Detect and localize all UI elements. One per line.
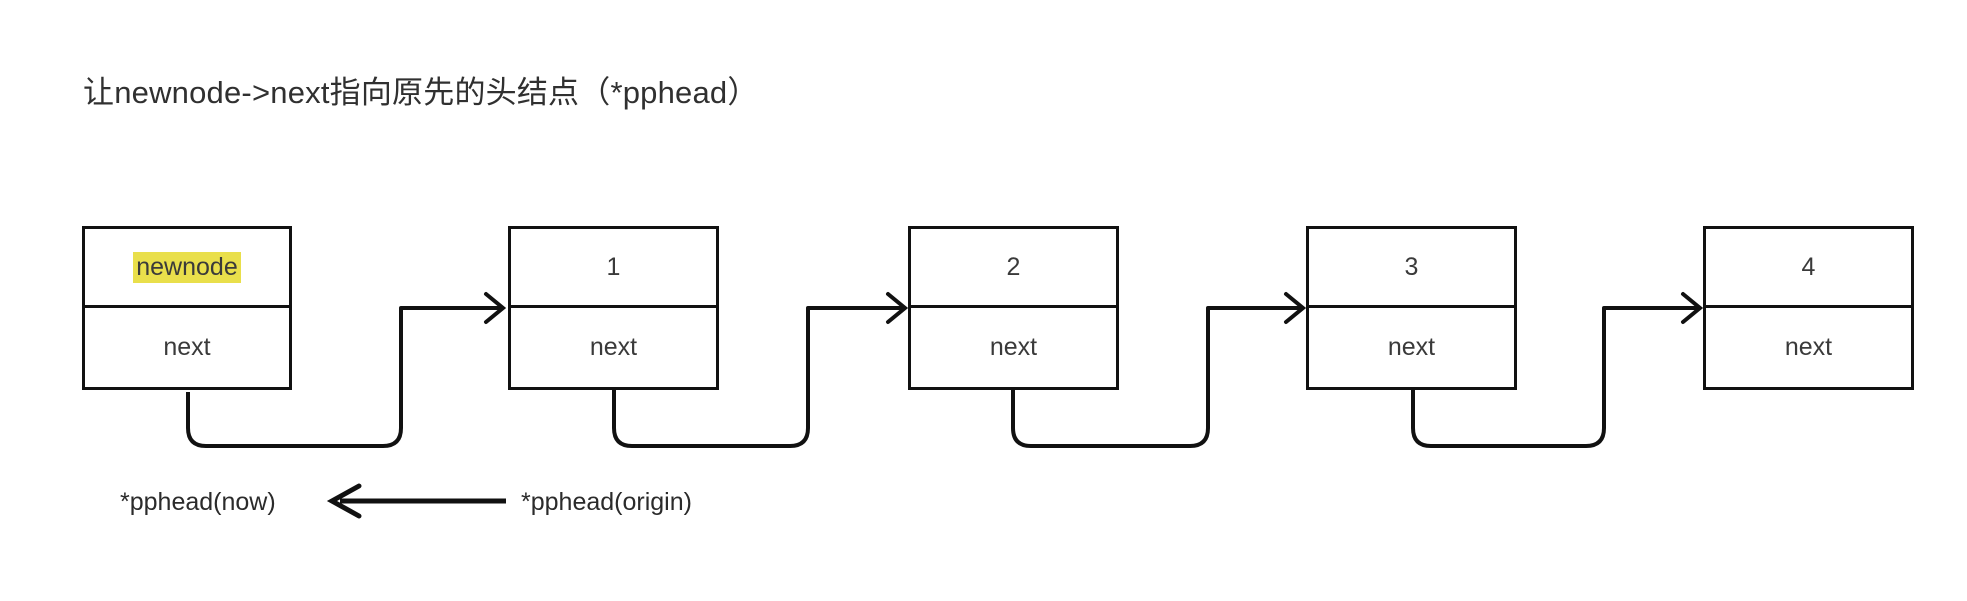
- node-next-cell: next: [1309, 308, 1514, 387]
- node-value-cell: newnode: [85, 229, 289, 308]
- node-value-cell: 1: [511, 229, 716, 308]
- node-next-cell: next: [1706, 308, 1911, 387]
- node-next-label: next: [989, 333, 1038, 361]
- node-value-cell: 2: [911, 229, 1116, 308]
- pointer-move-arrowhead: [326, 483, 362, 519]
- page-title: 让newnode->next指向原先的头结点（*pphead）: [83, 75, 759, 110]
- list-node-3[interactable]: 3 next: [1306, 226, 1517, 390]
- node-value-label: 3: [1404, 252, 1419, 281]
- pointer-label-origin: *pphead(origin): [521, 488, 692, 516]
- node-next-cell: next: [511, 308, 716, 387]
- arrowhead-to-node5: [1681, 292, 1704, 324]
- list-node-newnode[interactable]: newnode next: [82, 226, 292, 390]
- list-node-4[interactable]: 4 next: [1703, 226, 1914, 390]
- node-next-cell: next: [911, 308, 1116, 387]
- pointer-label-now: *pphead(now): [120, 488, 276, 516]
- node-value-cell: 4: [1706, 229, 1911, 308]
- node-value-cell: 3: [1309, 229, 1514, 308]
- node-value-label: 1: [606, 252, 621, 281]
- arrowhead-to-node4: [1284, 292, 1307, 324]
- list-node-1[interactable]: 1 next: [508, 226, 719, 390]
- arrowhead-to-node2: [484, 292, 507, 324]
- node-next-label: next: [589, 333, 638, 361]
- list-node-2[interactable]: 2 next: [908, 226, 1119, 390]
- node-next-label: next: [163, 333, 211, 361]
- node-next-label: next: [1387, 333, 1436, 361]
- node-value-label: 4: [1801, 252, 1816, 281]
- node-next-label: next: [1784, 333, 1833, 361]
- node-next-cell: next: [85, 308, 289, 387]
- node-value-label: newnode: [133, 251, 241, 283]
- node-value-label: 2: [1006, 252, 1021, 281]
- arrowhead-to-node3: [886, 292, 909, 324]
